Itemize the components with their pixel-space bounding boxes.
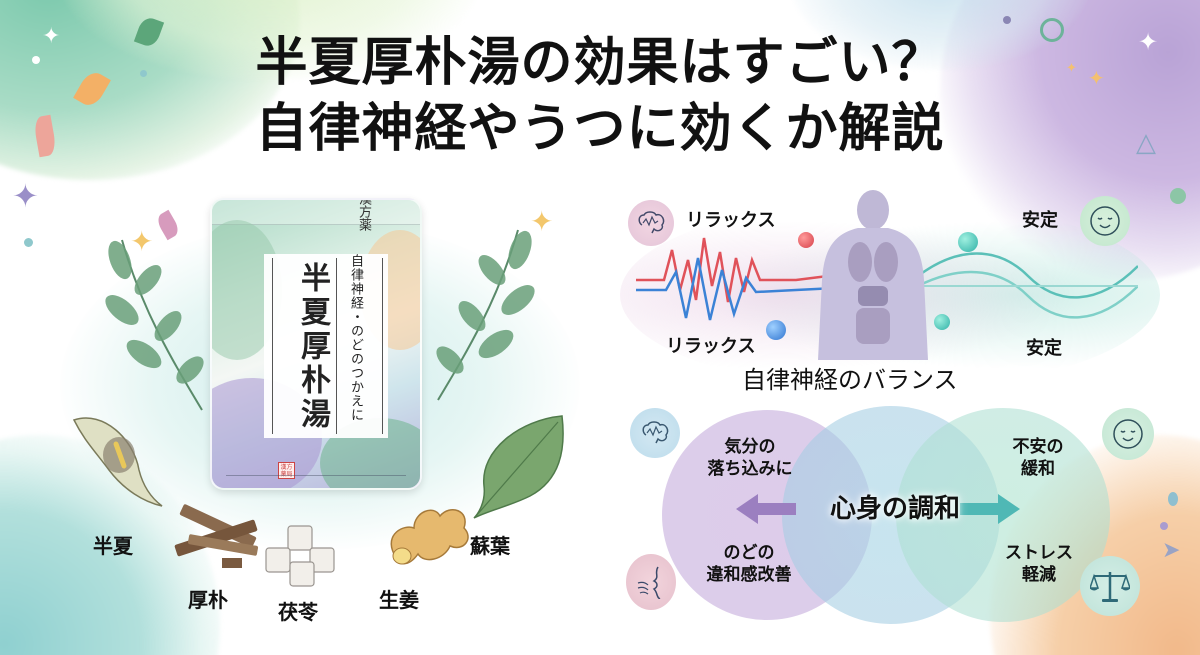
calm-face-icon <box>1080 196 1130 246</box>
calm-face-icon <box>1102 408 1154 460</box>
title-line-1: 半夏厚朴湯の効果はすごい？ <box>255 33 945 93</box>
package-category: 漢方薬 <box>356 198 371 231</box>
effect-anxiety-line: 不安の <box>1012 437 1064 457</box>
effect-throat-line: 違和感改善 <box>706 565 792 585</box>
relax-label-top: リラックス <box>686 210 776 231</box>
relax-label-bottom: リラックス <box>666 336 756 357</box>
bark-sticks-icon <box>174 504 259 568</box>
ginger-root-icon <box>390 509 469 565</box>
effect-mood-line: 気分の <box>724 437 776 457</box>
dot <box>1160 522 1168 530</box>
node-red <box>798 232 814 248</box>
divider <box>382 258 383 434</box>
effect-anxiety: 不安の 緩和 <box>988 436 1088 480</box>
sparkle-icon: ✦ <box>1088 66 1105 90</box>
effect-anxiety-line: 緩和 <box>1021 459 1055 479</box>
arrow-right-icon <box>960 494 1020 524</box>
sparkle-icon: ✦ <box>530 205 554 238</box>
sparkle-icon: ✦ <box>1066 61 1077 76</box>
paper-plane-icon: ➤ <box>1162 538 1181 563</box>
herb-label: 蘇葉 <box>470 534 510 558</box>
human-body-icon <box>818 190 928 360</box>
divider <box>272 258 273 434</box>
medicine-package: 半夏厚朴湯 自律神経・のどのつかえに 漢方薬局 漢方薬 <box>210 198 422 490</box>
brain-icon <box>628 200 674 246</box>
dot <box>24 238 33 247</box>
dot <box>1170 188 1186 204</box>
seal-stamp: 漢方薬局 <box>278 462 295 479</box>
package-subtitle: 自律神経・のどのつかえに <box>348 254 363 422</box>
dot <box>32 56 40 64</box>
effect-stress-line: 軽減 <box>1022 565 1056 585</box>
pyramid-icon: △ <box>1136 128 1156 158</box>
poria-cubes-icon <box>265 525 335 587</box>
herb-label: 茯苓 <box>278 600 318 624</box>
node-teal <box>958 232 978 252</box>
sparkle-icon: ✦ <box>1138 28 1159 56</box>
throat-breath-icon <box>626 554 676 610</box>
herb-label: 半夏 <box>93 534 133 558</box>
arrow-left-icon <box>736 494 796 524</box>
arum-lily-icon <box>72 417 163 507</box>
title-line-2: 自律神経やうつに効くか解説 <box>255 99 945 159</box>
calm-waveform-icon <box>918 252 1138 319</box>
package-bottom-line <box>226 475 406 476</box>
ring <box>1040 18 1064 42</box>
balance-scale-icon <box>1080 556 1140 616</box>
stable-label-top: 安定 <box>1022 210 1058 231</box>
effect-throat: のどの 違和感改善 <box>684 542 814 586</box>
perilla-leaf-icon <box>473 415 564 519</box>
herb-label: 厚朴 <box>188 588 228 612</box>
effect-stress-line: ストレス <box>1005 543 1073 563</box>
package-product-name: 半夏厚朴湯 <box>295 262 330 432</box>
page-title: 半夏厚朴湯の効果はすごい？ 自律神経やうつに効くか解説 <box>0 30 1200 162</box>
effect-mood: 気分の 落ち込みに <box>690 436 810 480</box>
brain-icon <box>630 408 680 458</box>
harmony-center-label: 心身の調和 <box>829 494 960 524</box>
stable-label-bottom: 安定 <box>1026 338 1062 359</box>
sparkle-icon: ✦ <box>12 177 39 215</box>
divider <box>336 258 337 434</box>
dot <box>140 70 147 77</box>
effect-mood-line: 落ち込みに <box>707 459 793 479</box>
dot <box>1003 16 1011 24</box>
sparkle-icon: ✦ <box>130 225 154 258</box>
package-label-panel: 半夏厚朴湯 自律神経・のどのつかえに 漢方薬局 <box>264 254 388 479</box>
herb-branch-left-icon <box>105 239 204 411</box>
herb-label: 生姜 <box>379 588 419 612</box>
nerve-waveform-icon <box>636 237 836 321</box>
node-blue <box>766 320 786 340</box>
sparkle-icon: ✦ <box>42 24 61 49</box>
node-teal <box>934 314 950 330</box>
effect-throat-line: のどの <box>723 543 775 563</box>
herb-branch-right-icon <box>436 229 535 401</box>
effect-stress: ストレス 軽減 <box>984 542 1094 586</box>
autonomic-balance-title: 自律神経のバランス <box>742 366 958 394</box>
dot <box>1168 492 1178 506</box>
